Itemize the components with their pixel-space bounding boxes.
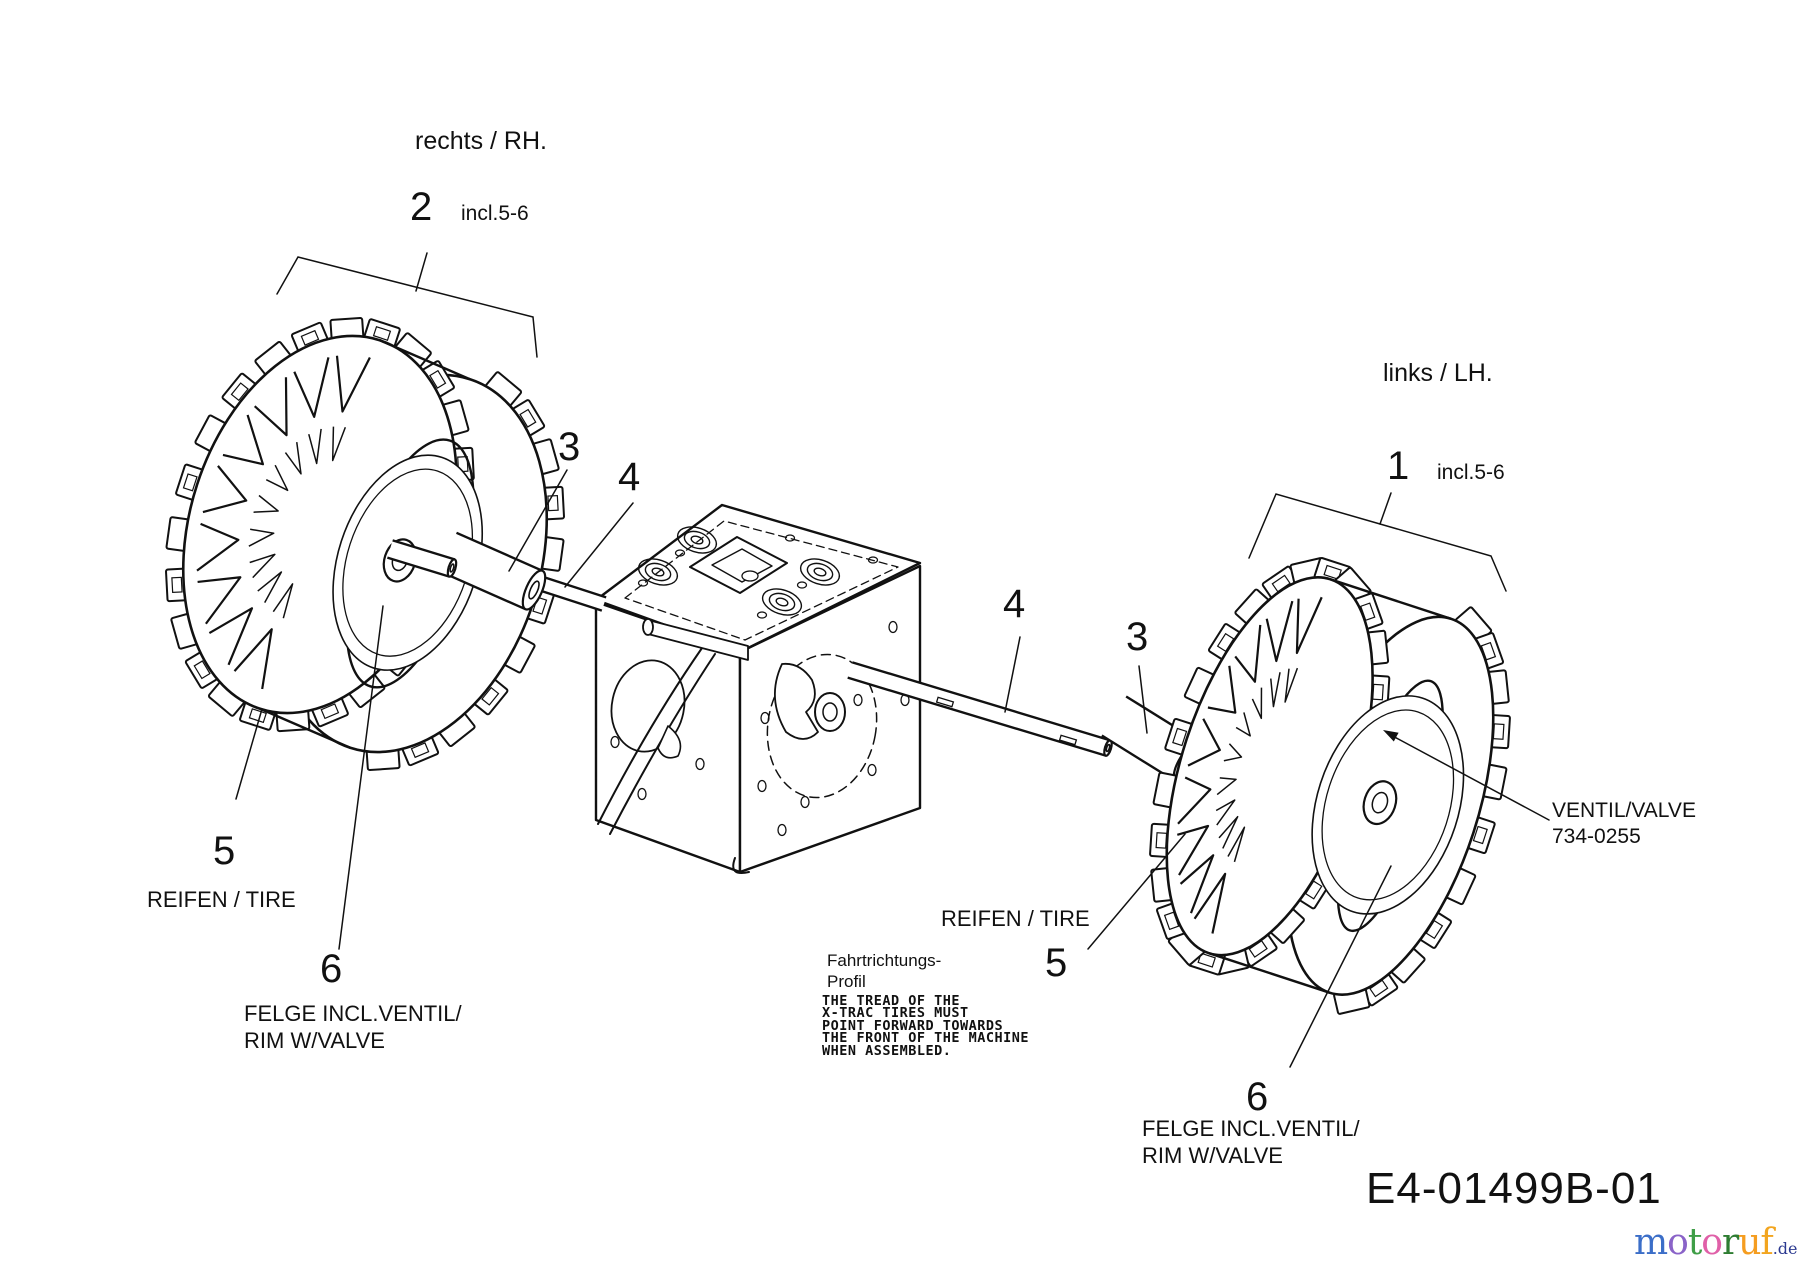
leader-5-left <box>235 708 263 800</box>
label-direction-title-line1: Fahrtrichtungs- <box>827 951 942 970</box>
label-rim-right: FELGE INCL.VENTIL/ RIM W/VALVE <box>1142 1115 1360 1169</box>
watermark-suffix: .de <box>1772 1239 1798 1258</box>
callout-leader-lines <box>235 252 1550 1068</box>
leader-6-right <box>1289 865 1392 1068</box>
direction-note-line: POINT FORWARD TOWARDS <box>822 1017 1004 1034</box>
label-rim-left: FELGE INCL.VENTIL/ RIM W/VALVE <box>244 1000 462 1054</box>
callout-number-6-left: 6 <box>320 947 343 991</box>
leader-6-left <box>338 605 384 950</box>
callout-note-1: incl.5-6 <box>1437 461 1505 484</box>
side-label-right: rechts / RH. <box>415 127 547 155</box>
watermark-letter: m <box>1634 1222 1668 1263</box>
valve-arrowhead <box>1383 730 1399 742</box>
watermark-letter: r <box>1721 1222 1739 1263</box>
callout-number-4-left: 4 <box>618 455 641 499</box>
leader-4-left <box>564 502 634 588</box>
label-rim-right-line2: RIM W/VALVE <box>1142 1143 1283 1168</box>
direction-note-line: WHEN ASSEMBLED. <box>822 1042 952 1059</box>
watermark-letter: t <box>1687 1222 1703 1263</box>
watermark-letter: u <box>1738 1222 1761 1263</box>
direction-note-line: THE FRONT OF THE MACHINE <box>822 1030 1030 1047</box>
watermark-letter: f <box>1760 1222 1773 1263</box>
direction-note-line: THE TREAD OF THE <box>822 993 961 1009</box>
callout-note-2: incl.5-6 <box>461 202 529 225</box>
callout-number-3-left: 3 <box>558 425 581 469</box>
leader-valve <box>1388 733 1550 821</box>
label-tire-left: REIFEN / TIRE <box>147 887 296 912</box>
wheel-right <box>1149 557 1511 1015</box>
gearbox-housing <box>594 503 922 874</box>
wheel-left <box>165 316 565 772</box>
label-rim-left-line1: FELGE INCL.VENTIL/ <box>244 1001 462 1026</box>
side-label-left: links / LH. <box>1383 359 1493 387</box>
callout-number-2: 2 <box>410 185 433 229</box>
label-tire-right: REIFEN / TIRE <box>941 906 1090 931</box>
leader-3-left <box>508 469 568 572</box>
bracket-callout-1 <box>1248 493 1507 592</box>
watermark-letter: o <box>1667 1222 1689 1263</box>
callout-number-5-right: 5 <box>1045 941 1068 985</box>
direction-note-line: X-TRAC TIRES MUST <box>822 1005 969 1022</box>
label-valve-part-number: 734-0255 <box>1552 825 1641 848</box>
label-valve: VENTIL/VALVE <box>1552 799 1696 822</box>
callout-number-1: 1 <box>1387 444 1410 488</box>
label-direction-title: Fahrtrichtungs- Profil <box>827 950 941 992</box>
label-direction-title-line2: Profil <box>827 972 866 991</box>
callout-number-6-right: 6 <box>1246 1075 1269 1119</box>
callout-number-5-left: 5 <box>213 829 236 873</box>
leader-4-right <box>1004 636 1021 713</box>
leader-5-right <box>1087 833 1186 950</box>
drawing-number: E4-01499B-01 <box>1366 1164 1662 1213</box>
leader-callout-2 <box>415 252 428 292</box>
label-rim-right-line1: FELGE INCL.VENTIL/ <box>1142 1116 1360 1141</box>
bracket-callout-2 <box>276 256 538 358</box>
callout-number-4-right: 4 <box>1003 582 1026 626</box>
watermark-logo: motoruf.de <box>1634 1224 1798 1262</box>
callout-number-3-right: 3 <box>1126 615 1149 659</box>
label-direction-note: THE TREAD OF THE X-TRAC TIRES MUST POINT… <box>822 993 1030 1059</box>
label-rim-left-line2: RIM W/VALVE <box>244 1028 385 1053</box>
watermark-letter: o <box>1701 1222 1723 1263</box>
leader-callout-1 <box>1379 492 1392 525</box>
screw-boss-group <box>637 526 841 616</box>
leader-3-right <box>1138 665 1148 734</box>
